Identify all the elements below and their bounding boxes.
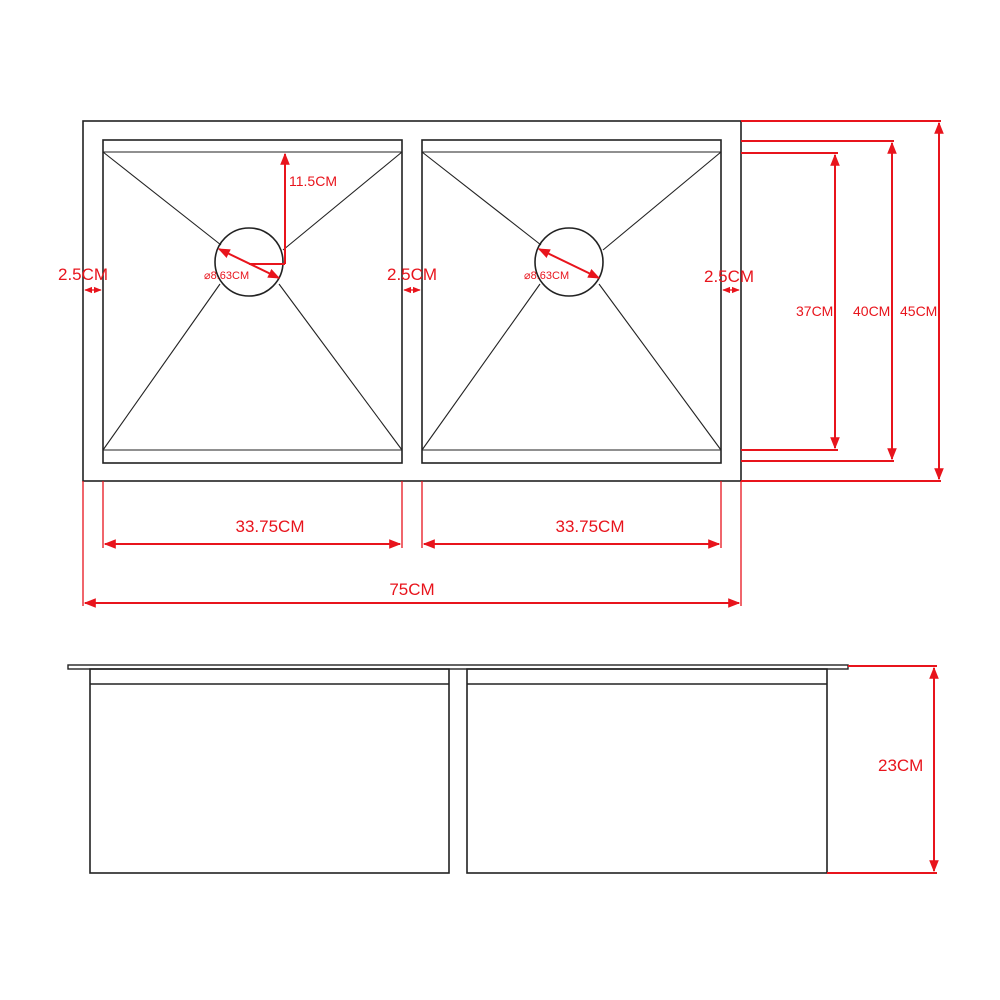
- top-view: 11.5CM ⌀8.63CM ⌀8.63CM 2.5CM 2.5CM 2.5CM…: [58, 120, 944, 608]
- left-rim-label: 2.5CM: [58, 265, 108, 284]
- left-bowl-width-label: 33.75CM: [236, 517, 305, 536]
- inner-depth-label: 37CM: [796, 303, 833, 319]
- left-bowl: [102, 139, 403, 464]
- overall-width-label: 75CM: [389, 580, 434, 599]
- bowl-depth-label: 40CM: [853, 303, 890, 319]
- right-drain-diameter-arrow: [537, 248, 601, 279]
- sink-outer-outline: [82, 120, 742, 482]
- left-drain-diameter-arrow: [217, 248, 281, 279]
- right-drain-icon: [534, 227, 604, 297]
- right-bowl-width-label: 33.75CM: [556, 517, 625, 536]
- right-bowl-side: [466, 668, 828, 874]
- left-bowl-side: [89, 668, 450, 874]
- height-label: 23CM: [878, 756, 923, 775]
- middle-divider-label: 2.5CM: [387, 265, 437, 284]
- right-bowl: [421, 139, 722, 464]
- overall-depth-label: 45CM: [900, 303, 937, 319]
- side-view: 23CM: [67, 664, 939, 874]
- drain-offset-label: 11.5CM: [289, 173, 337, 189]
- right-drain-diameter-label: ⌀8.63CM: [524, 270, 569, 282]
- left-drain-diameter-label: ⌀8.63CM: [204, 270, 249, 282]
- right-rim-label: 2.5CM: [704, 267, 754, 286]
- left-drain-icon: [214, 227, 284, 297]
